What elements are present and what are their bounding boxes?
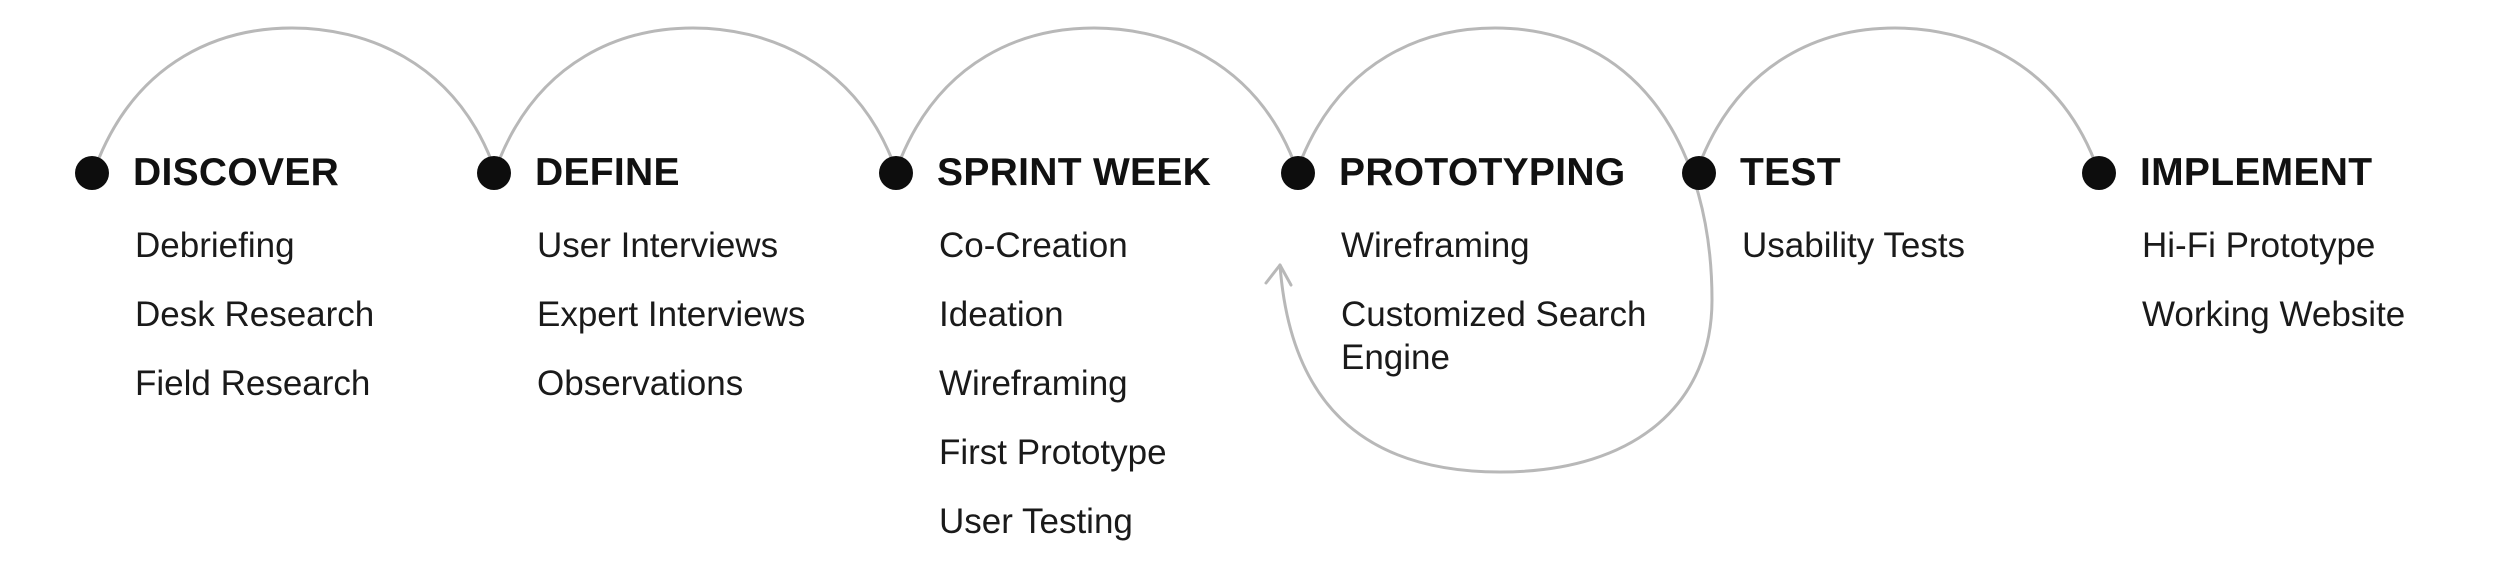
- stage-item: Expert Interviews: [537, 295, 806, 334]
- arc-test-implement: [1700, 26, 2097, 164]
- stage-title: PROTOTYPING: [1339, 151, 1626, 194]
- stage-title: DEFINE: [535, 151, 680, 194]
- stage-node: [75, 156, 109, 190]
- arc-sprint-prototyping: [899, 26, 1296, 164]
- stage-title: SPRINT WEEK: [937, 151, 1212, 194]
- stage-title: TEST: [1740, 151, 1841, 194]
- stage-node: [477, 156, 511, 190]
- stage-item: Desk Research: [135, 295, 375, 334]
- stage-item: Hi-Fi Prototype: [2142, 226, 2376, 265]
- stage-test: TEST Usability Tests: [1682, 150, 2130, 293]
- stage-item: Observations: [537, 364, 744, 403]
- arc-discover-define: [97, 26, 494, 164]
- stage-prototyping: PROTOTYPING Wireframing Customized Searc…: [1281, 150, 1689, 405]
- stage-items: Co-Creation Ideation Wireframing First P…: [939, 224, 1327, 543]
- stage-item: Co-Creation: [939, 226, 1128, 265]
- loop-arrowhead-icon: [1264, 263, 1293, 287]
- stage-item: Working Website: [2142, 295, 2406, 334]
- stage-item: Customized Search Engine: [1341, 295, 1647, 377]
- stage-item: User Interviews: [537, 226, 779, 265]
- loop-prototyping-test: [1278, 26, 1714, 474]
- stage-implement: IMPLEMENT Hi-Fi Prototype Working Websit…: [2082, 150, 2500, 362]
- stage-node: [1281, 156, 1315, 190]
- stage-node: [2082, 156, 2116, 190]
- stage-item: Wireframing: [939, 364, 1128, 403]
- stage-title: IMPLEMENT: [2140, 151, 2373, 194]
- stage-sprint-week: SPRINT WEEK Co-Creation Ideation Wirefra…: [879, 150, 1327, 569]
- stage-item: Field Research: [135, 364, 371, 403]
- stage-node: [1682, 156, 1716, 190]
- stage-item: Debriefing: [135, 226, 295, 265]
- stage-items: Usability Tests: [1742, 224, 2130, 267]
- stage-item: Usability Tests: [1742, 226, 1966, 265]
- stage-items: Wireframing Customized Search Engine: [1341, 224, 1689, 379]
- arc-define-sprint: [498, 26, 895, 164]
- stage-define: DEFINE User Interviews Expert Interviews…: [477, 150, 925, 431]
- stage-items: Hi-Fi Prototype Working Website: [2142, 224, 2500, 336]
- stage-discover: DISCOVER Debriefing Desk Research Field …: [75, 150, 523, 431]
- stage-item: First Prototype: [939, 433, 1167, 472]
- stage-node: [879, 156, 913, 190]
- stage-item: Ideation: [939, 295, 1064, 334]
- stage-item: User Testing: [939, 502, 1133, 541]
- stage-item: Wireframing: [1341, 226, 1530, 265]
- stage-title: DISCOVER: [133, 151, 340, 194]
- stage-items: Debriefing Desk Research Field Research: [135, 224, 523, 405]
- stage-items: User Interviews Expert Interviews Observ…: [537, 224, 925, 405]
